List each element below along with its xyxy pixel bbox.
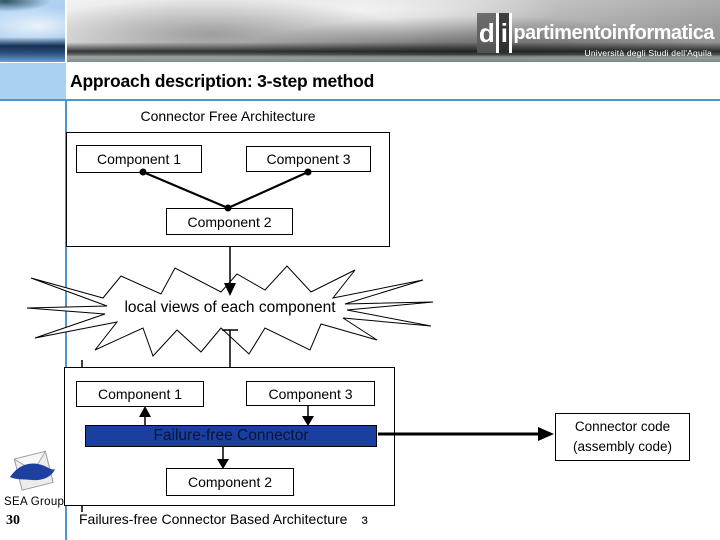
cfa-label: Connector Free Architecture [140,108,316,124]
banner-wave-blue [0,0,65,62]
arrow-to-code-head [538,427,554,441]
connector-code-line2: (assembly code) [572,439,673,454]
cfa-component-3: Component 3 [246,146,371,172]
failure-free-connector-bar: Failure-free Connector [85,425,377,447]
sea-group-logo [10,450,55,491]
banner-wave-gray [67,0,720,62]
department-logo: d i partimentoinformatica [477,13,714,53]
bottom-caption: Failures-free Connector Based Architectu… [79,511,368,527]
slide-title: Approach description: 3-step method [70,71,375,91]
vertical-rule [65,101,67,540]
connector-code-box: Connector code (assembly code) [555,413,690,461]
sea-group-label: SEA Group [4,496,65,508]
university-subtitle: Università degli Studi dell'Aquila [584,48,712,58]
cfa-component-2: Component 2 [166,208,293,235]
caption-tail-glyph: ɜ [361,511,368,527]
ffc-component-3: Component 3 [246,381,375,406]
page-number: 30 [6,513,20,528]
logo-letter-d: d [477,13,497,53]
logo-divider [496,13,500,53]
logo-name: partimentoinformatica [513,21,714,44]
cfa-component-1: Component 1 [76,145,202,173]
ffc-component-1: Component 1 [76,381,204,407]
sea-logo-swoosh [10,463,55,481]
starburst-shape [26,265,434,357]
header-banner: d i partimentoinformatica Università deg… [0,0,720,62]
connector-code-line1: Connector code [574,419,671,435]
logo-divider [509,13,513,53]
horizontal-rule [0,99,720,101]
starburst-label: local views of each component [124,299,336,316]
logo-letter-i: i [499,13,510,53]
title-accent-block [0,63,66,99]
caption-text: Failures-free Connector Based Architectu… [79,511,348,527]
ffc-component-2: Component 2 [166,468,294,496]
